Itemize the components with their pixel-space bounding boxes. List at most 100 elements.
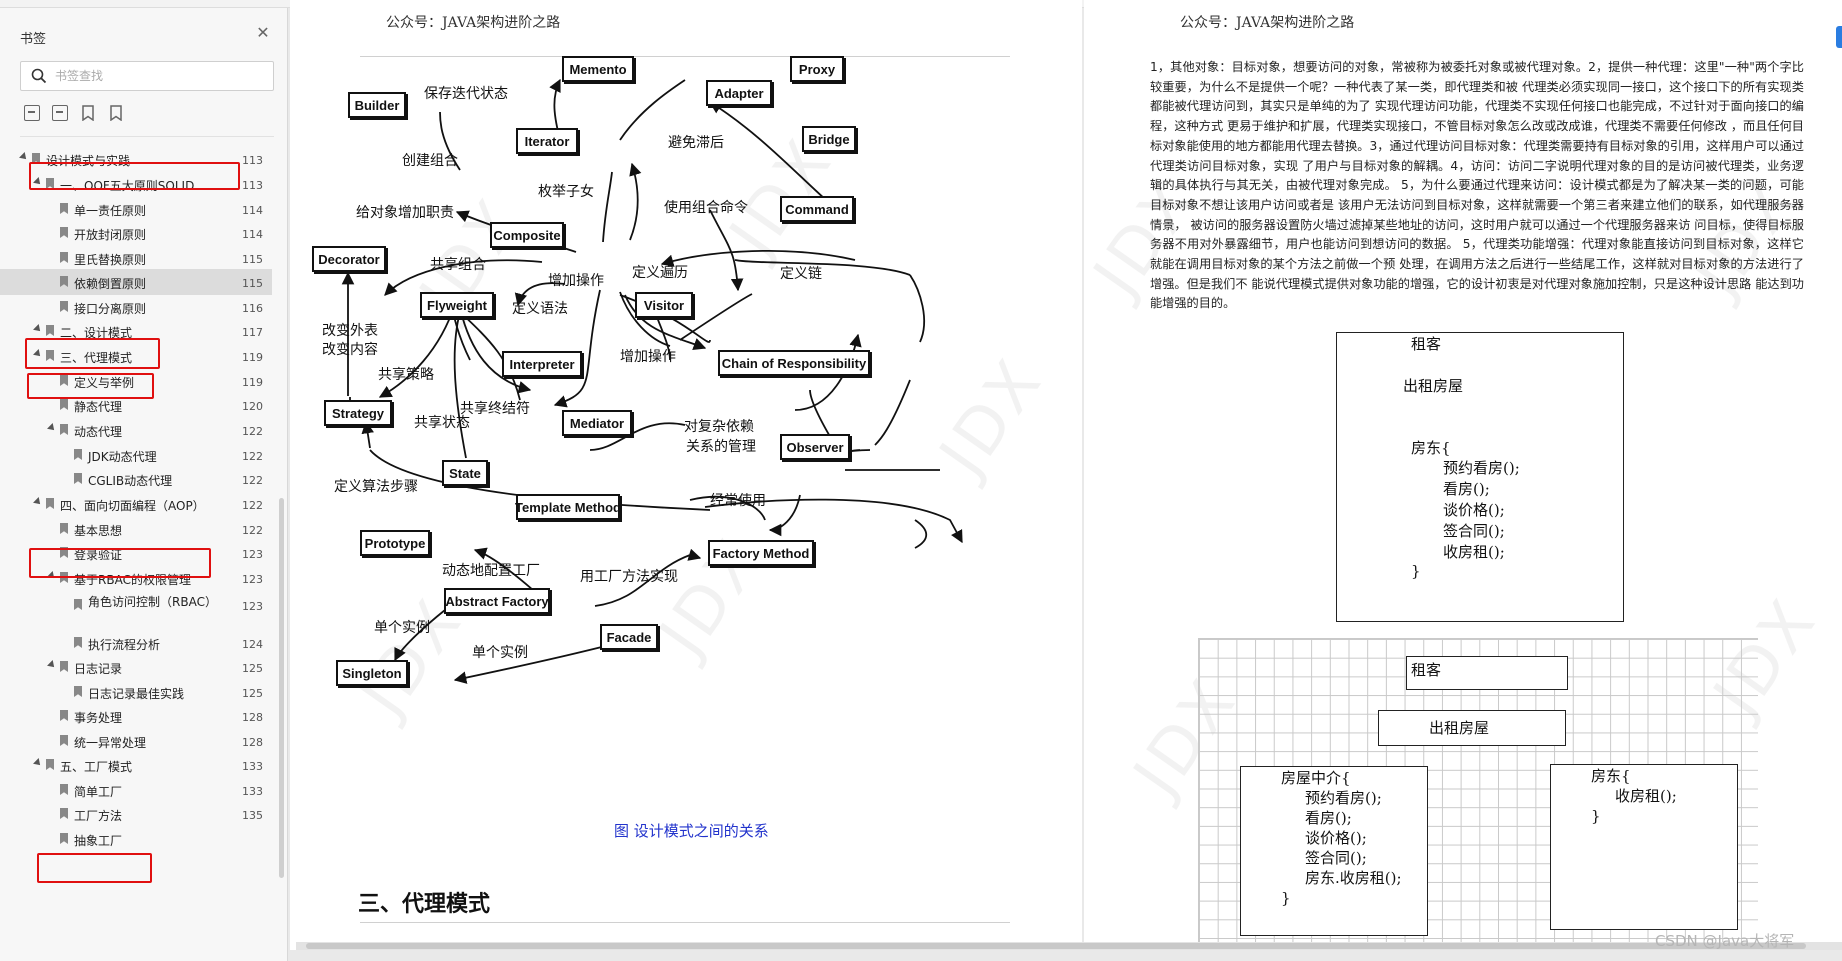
- expand-triangle-icon[interactable]: [33, 349, 43, 359]
- expand-triangle-icon[interactable]: [33, 177, 43, 187]
- sidebar-item-page: 113: [242, 154, 263, 167]
- collapse-all-icon[interactable]: [52, 105, 68, 121]
- node-factory-method: Factory Method: [708, 540, 814, 566]
- bookmark-icon: [74, 686, 82, 697]
- expand-triangle-icon[interactable]: [33, 324, 43, 334]
- sidebar-item[interactable]: 四、面向切面编程（AOP）122: [0, 491, 272, 517]
- bookmark-icon: [74, 449, 82, 460]
- sidebar-item-page: 122: [242, 450, 263, 463]
- sidebar-title: 书签: [20, 32, 47, 47]
- rent-house-label: 出租房屋: [1429, 719, 1490, 737]
- sidebar-item-page: 115: [242, 253, 263, 266]
- header-rule: [360, 56, 1010, 57]
- agent-box: 房屋中介{ 预约看房(); 看房(); 谈价格(); 签合同(); 房东.收房租…: [1240, 766, 1428, 936]
- bookmark-icon: [60, 661, 68, 672]
- section-title: 三、代理模式: [358, 892, 491, 917]
- node-iterator: Iterator: [516, 128, 578, 154]
- expand-triangle-icon[interactable]: [47, 423, 57, 433]
- section-rule: [360, 922, 1010, 923]
- method-line: 预约看房();: [1443, 459, 1520, 477]
- sidebar-item-page: 135: [242, 809, 263, 822]
- bookmark-icon: [46, 759, 54, 770]
- sidebar-item-page: 122: [242, 524, 263, 537]
- bookmark-icon: [32, 153, 40, 164]
- sidebar-item-label: 事务处理: [74, 711, 123, 725]
- sidebar-item-label: 抽象工厂: [74, 834, 123, 848]
- sidebar-item[interactable]: 角色访问控制（RBAC）123: [0, 592, 272, 618]
- brace-close: }: [1591, 807, 1601, 825]
- horizontal-scrollbar[interactable]: [296, 942, 1842, 950]
- label-save-iter-state: 保存迭代状态: [424, 86, 508, 102]
- figure-caption: 图 设计模式之间的关系: [614, 822, 769, 840]
- label-def-chain: 定义链: [780, 266, 822, 282]
- node-state: State: [442, 460, 488, 486]
- label-dyn-config: 动态地配置工厂: [442, 563, 540, 579]
- sidebar-item[interactable]: 开放封闭原则 114: [0, 220, 272, 246]
- node-command: Command: [780, 196, 854, 222]
- expand-triangle-icon[interactable]: [33, 497, 43, 507]
- label-enum-children: 枚举子女: [538, 184, 594, 200]
- sidebar-item-label: 工厂方法: [74, 809, 123, 823]
- label-complex-dep-2: 关系的管理: [686, 439, 756, 455]
- bookmark-search-input[interactable]: [55, 66, 265, 86]
- sidebar-item[interactable]: 抽象工厂: [0, 826, 272, 852]
- sidebar-item-page: 128: [242, 736, 263, 749]
- expand-triangle-icon[interactable]: [33, 758, 43, 768]
- scrollbar-thumb[interactable]: [306, 943, 1806, 949]
- highlight-box-factory: [37, 853, 152, 883]
- side-tab-indicator[interactable]: [1836, 26, 1842, 48]
- bookmark-search-box: [20, 61, 274, 91]
- label-change-gut: 改变内容: [322, 342, 378, 358]
- label-def-algo-steps: 定义算法步骤: [334, 479, 418, 495]
- sidebar-scrollbar[interactable]: [279, 498, 284, 878]
- expand-triangle-icon[interactable]: [19, 152, 29, 162]
- node-chain-of-responsibility: Chain of Responsibility: [718, 350, 870, 376]
- expand-triangle-icon[interactable]: [47, 660, 57, 670]
- add-bookmark-icon[interactable]: [80, 105, 96, 122]
- node-prototype: Prototype: [360, 530, 430, 556]
- label-add-duty: 给对象增加职责: [356, 205, 454, 221]
- bookmark-icon: [60, 252, 68, 263]
- bookmark-icon: [60, 301, 68, 312]
- method-line: 谈价格();: [1305, 829, 1367, 847]
- sidebar-item-page: 114: [242, 228, 263, 241]
- node-template-method: Template Method: [515, 494, 621, 520]
- csdn-watermark: CSDN @Java大将军: [1655, 932, 1795, 950]
- close-icon[interactable]: ✕: [256, 23, 270, 42]
- tenant-label: 租客: [1411, 335, 1442, 353]
- expand-all-icon[interactable]: [24, 105, 40, 121]
- expand-triangle-icon[interactable]: [47, 571, 57, 581]
- method-line: 看房();: [1305, 809, 1352, 827]
- sidebar-item-label: 依赖倒置原则: [74, 277, 147, 291]
- sidebar-item-page: 113: [242, 179, 263, 192]
- sidebar-item-label: 单一责任原则: [74, 204, 147, 218]
- direct-rent-box: 租客 出租房屋 房东{ 预约看房(); 看房(); 谈价格(); 签合同(); …: [1336, 332, 1624, 622]
- brace-close: }: [1281, 889, 1291, 907]
- sidebar-item-label: 开放封闭原则: [74, 228, 147, 242]
- bookmark-icon[interactable]: [108, 105, 124, 122]
- sidebar-item[interactable]: 工厂方法 135: [0, 801, 272, 827]
